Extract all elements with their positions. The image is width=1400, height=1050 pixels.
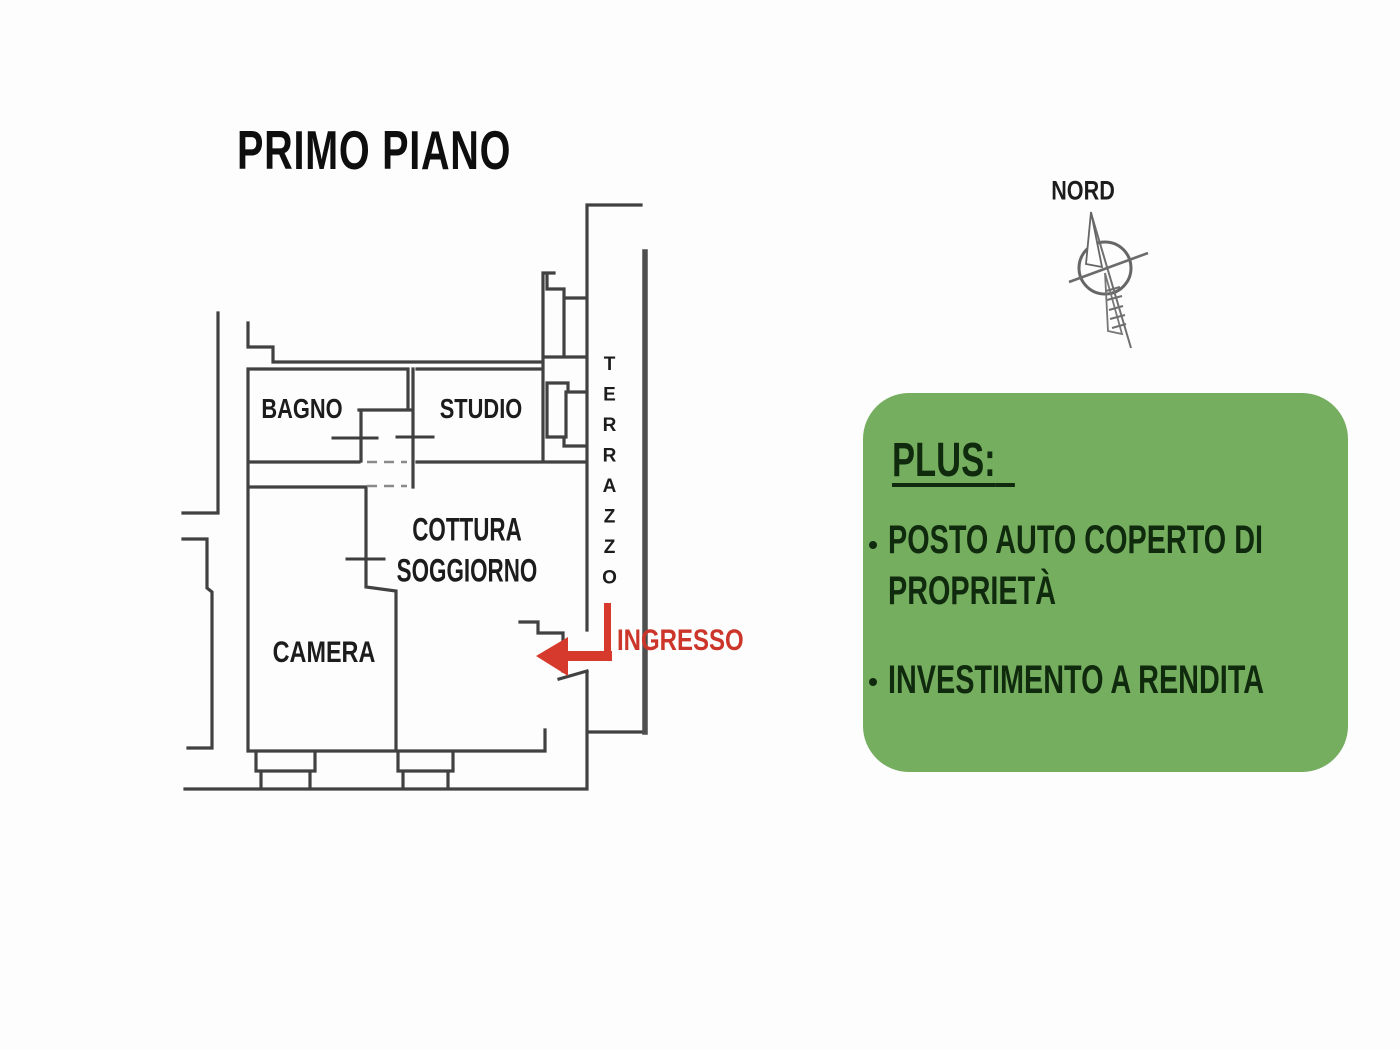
room-label-camera: CAMERA xyxy=(272,636,376,669)
compass-rose xyxy=(1068,211,1149,349)
plus-panel: PLUS: POSTO AUTO COPERTO DI PROPRIETÀ IN… xyxy=(863,393,1348,772)
compass-north-label: NORD xyxy=(1051,175,1115,206)
entrance-label: INGRESSO xyxy=(617,624,744,657)
bullet-icon xyxy=(869,678,877,686)
plus-panel-item: POSTO AUTO COPERTO DI PROPRIETÀ xyxy=(888,518,1263,613)
door-opening-dashes xyxy=(367,460,407,488)
entrance-arrow xyxy=(536,603,612,676)
bullet-icon xyxy=(869,541,877,549)
room-label-bagno: BAGNO xyxy=(261,393,343,424)
floorplan-walls xyxy=(181,203,648,791)
room-label-studio: STUDIO xyxy=(439,393,523,424)
door-ticks xyxy=(331,435,435,561)
page-title: PRIMO PIANO xyxy=(237,119,512,181)
room-label-cottura: COTTURA xyxy=(412,511,522,548)
plus-panel-item: INVESTIMENTO A RENDITA xyxy=(888,658,1265,702)
plus-panel-heading: PLUS: xyxy=(892,434,996,487)
room-label-soggiorno: SOGGIORNO xyxy=(396,552,538,589)
room-label-terrazzo: TERRAZZO xyxy=(599,354,620,598)
